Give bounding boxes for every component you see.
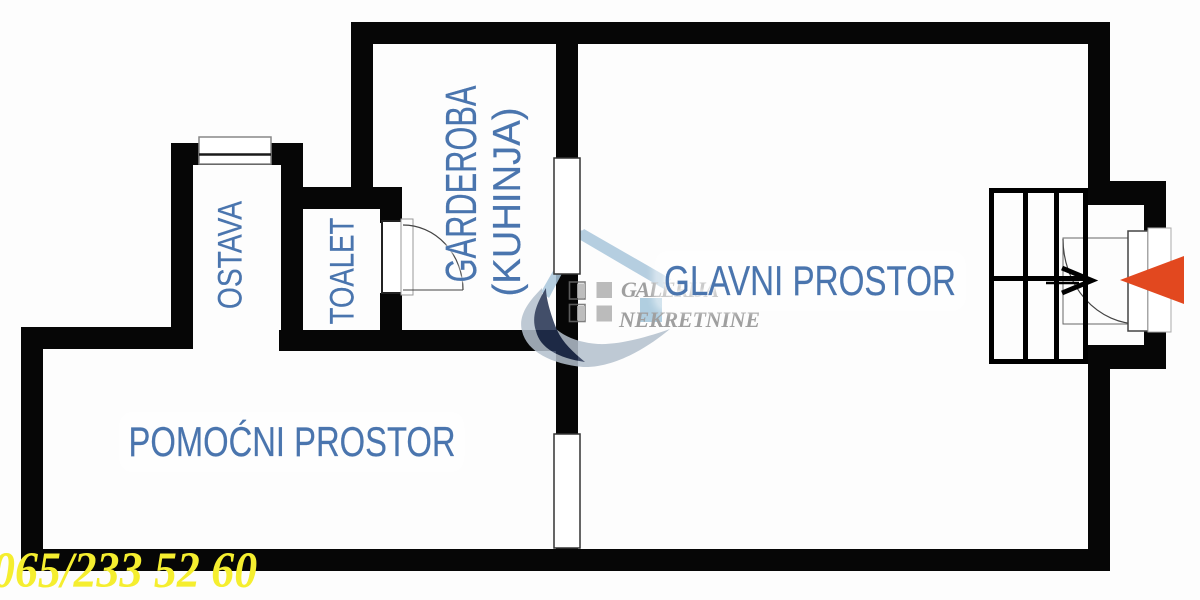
svg-text:NEKRETNINE: NEKRETNINE [618, 307, 760, 332]
svg-text:GALERIJA: GALERIJA [621, 277, 719, 302]
